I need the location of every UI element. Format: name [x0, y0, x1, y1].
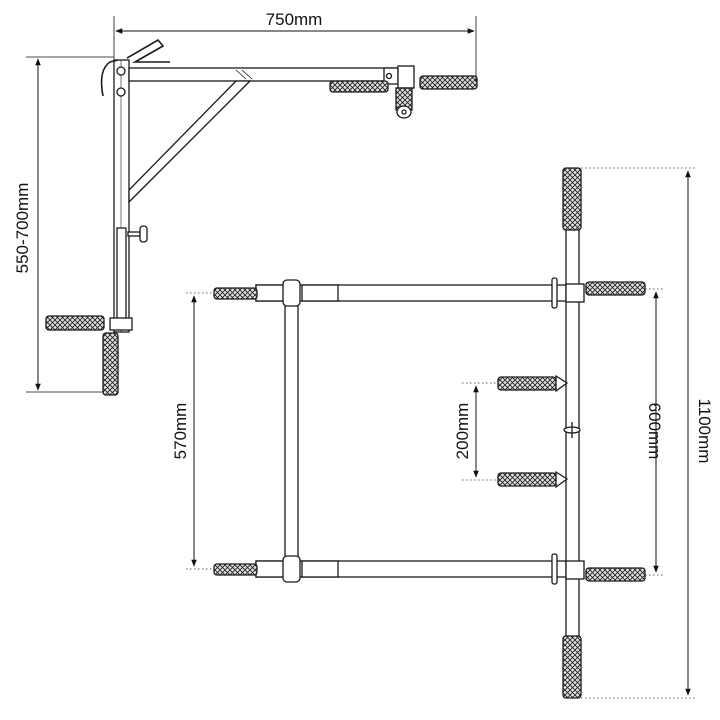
- inner-grip: [497, 472, 557, 487]
- dimension-total-width: 750mm: [113, 10, 477, 82]
- grip: [585, 567, 646, 582]
- adjustment-tube: [116, 227, 127, 325]
- mount-hole: [116, 66, 126, 76]
- grip: [585, 281, 646, 296]
- extension-lines: [186, 167, 695, 699]
- grip: [102, 332, 119, 396]
- wall-side-bar: [284, 299, 299, 563]
- grip: [45, 315, 105, 331]
- dimension-outer-grip-spacing: 600mm: [645, 291, 664, 573]
- hook-icon: [126, 38, 170, 63]
- side-view: [45, 38, 478, 396]
- dimension-label-1100: 1100mm: [695, 399, 714, 464]
- grip: [329, 80, 389, 93]
- dimension-handle-spacing: 570mm: [171, 295, 197, 567]
- grip: [213, 287, 258, 300]
- adjustment-knob: [139, 225, 148, 243]
- grip: [562, 167, 582, 231]
- dimension-overall-length: 1100mm: [685, 170, 714, 696]
- grip: [213, 563, 258, 576]
- diagonal-brace: [128, 80, 252, 204]
- dimension-wall-height: 550-700mm: [13, 56, 114, 393]
- dimension-label-750: 750mm: [266, 10, 323, 29]
- dimension-label-600: 600mm: [645, 403, 664, 460]
- dimension-inner-grip-spacing: 200mm: [453, 385, 479, 478]
- dimension-label-550-700: 550-700mm: [13, 183, 32, 274]
- top-view: [213, 167, 646, 699]
- inner-grip: [497, 376, 557, 391]
- grip: [562, 635, 582, 699]
- mount-hole: [116, 87, 126, 97]
- grip: [419, 75, 478, 90]
- top-beam: [128, 67, 398, 82]
- dimension-label-200: 200mm: [453, 403, 472, 460]
- dimension-label-570: 570mm: [171, 403, 190, 460]
